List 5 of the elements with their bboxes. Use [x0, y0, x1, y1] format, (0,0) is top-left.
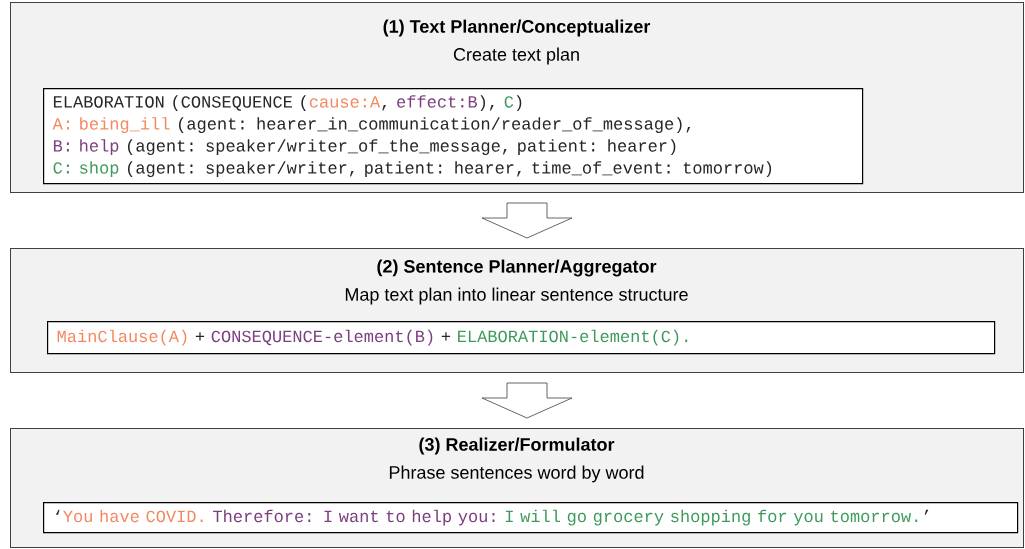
code-box: ‘ You have COVID. Therefore: I want to help you: I will go grocery shopping for you tomorrow. ’	[43, 502, 1019, 534]
block-arrow	[481, 382, 573, 419]
code-box: ELABORATION (CONSEQUENCE ( cause:A, effect:B ), C ) A: being_ill (agent: hearer_in_communication/reader_of_message), B: help (agent: speaker/writer_of_the_message, patient: hearer) C: shop (agent: speaker/writer, patient: hearer, time_of_event: tomorrow)	[43, 88, 864, 185]
code-box: MainClause(A) + CONSEQUENCE-element(B) + ELABORATION-element(C).	[47, 321, 996, 355]
block-arrow	[481, 202, 573, 239]
